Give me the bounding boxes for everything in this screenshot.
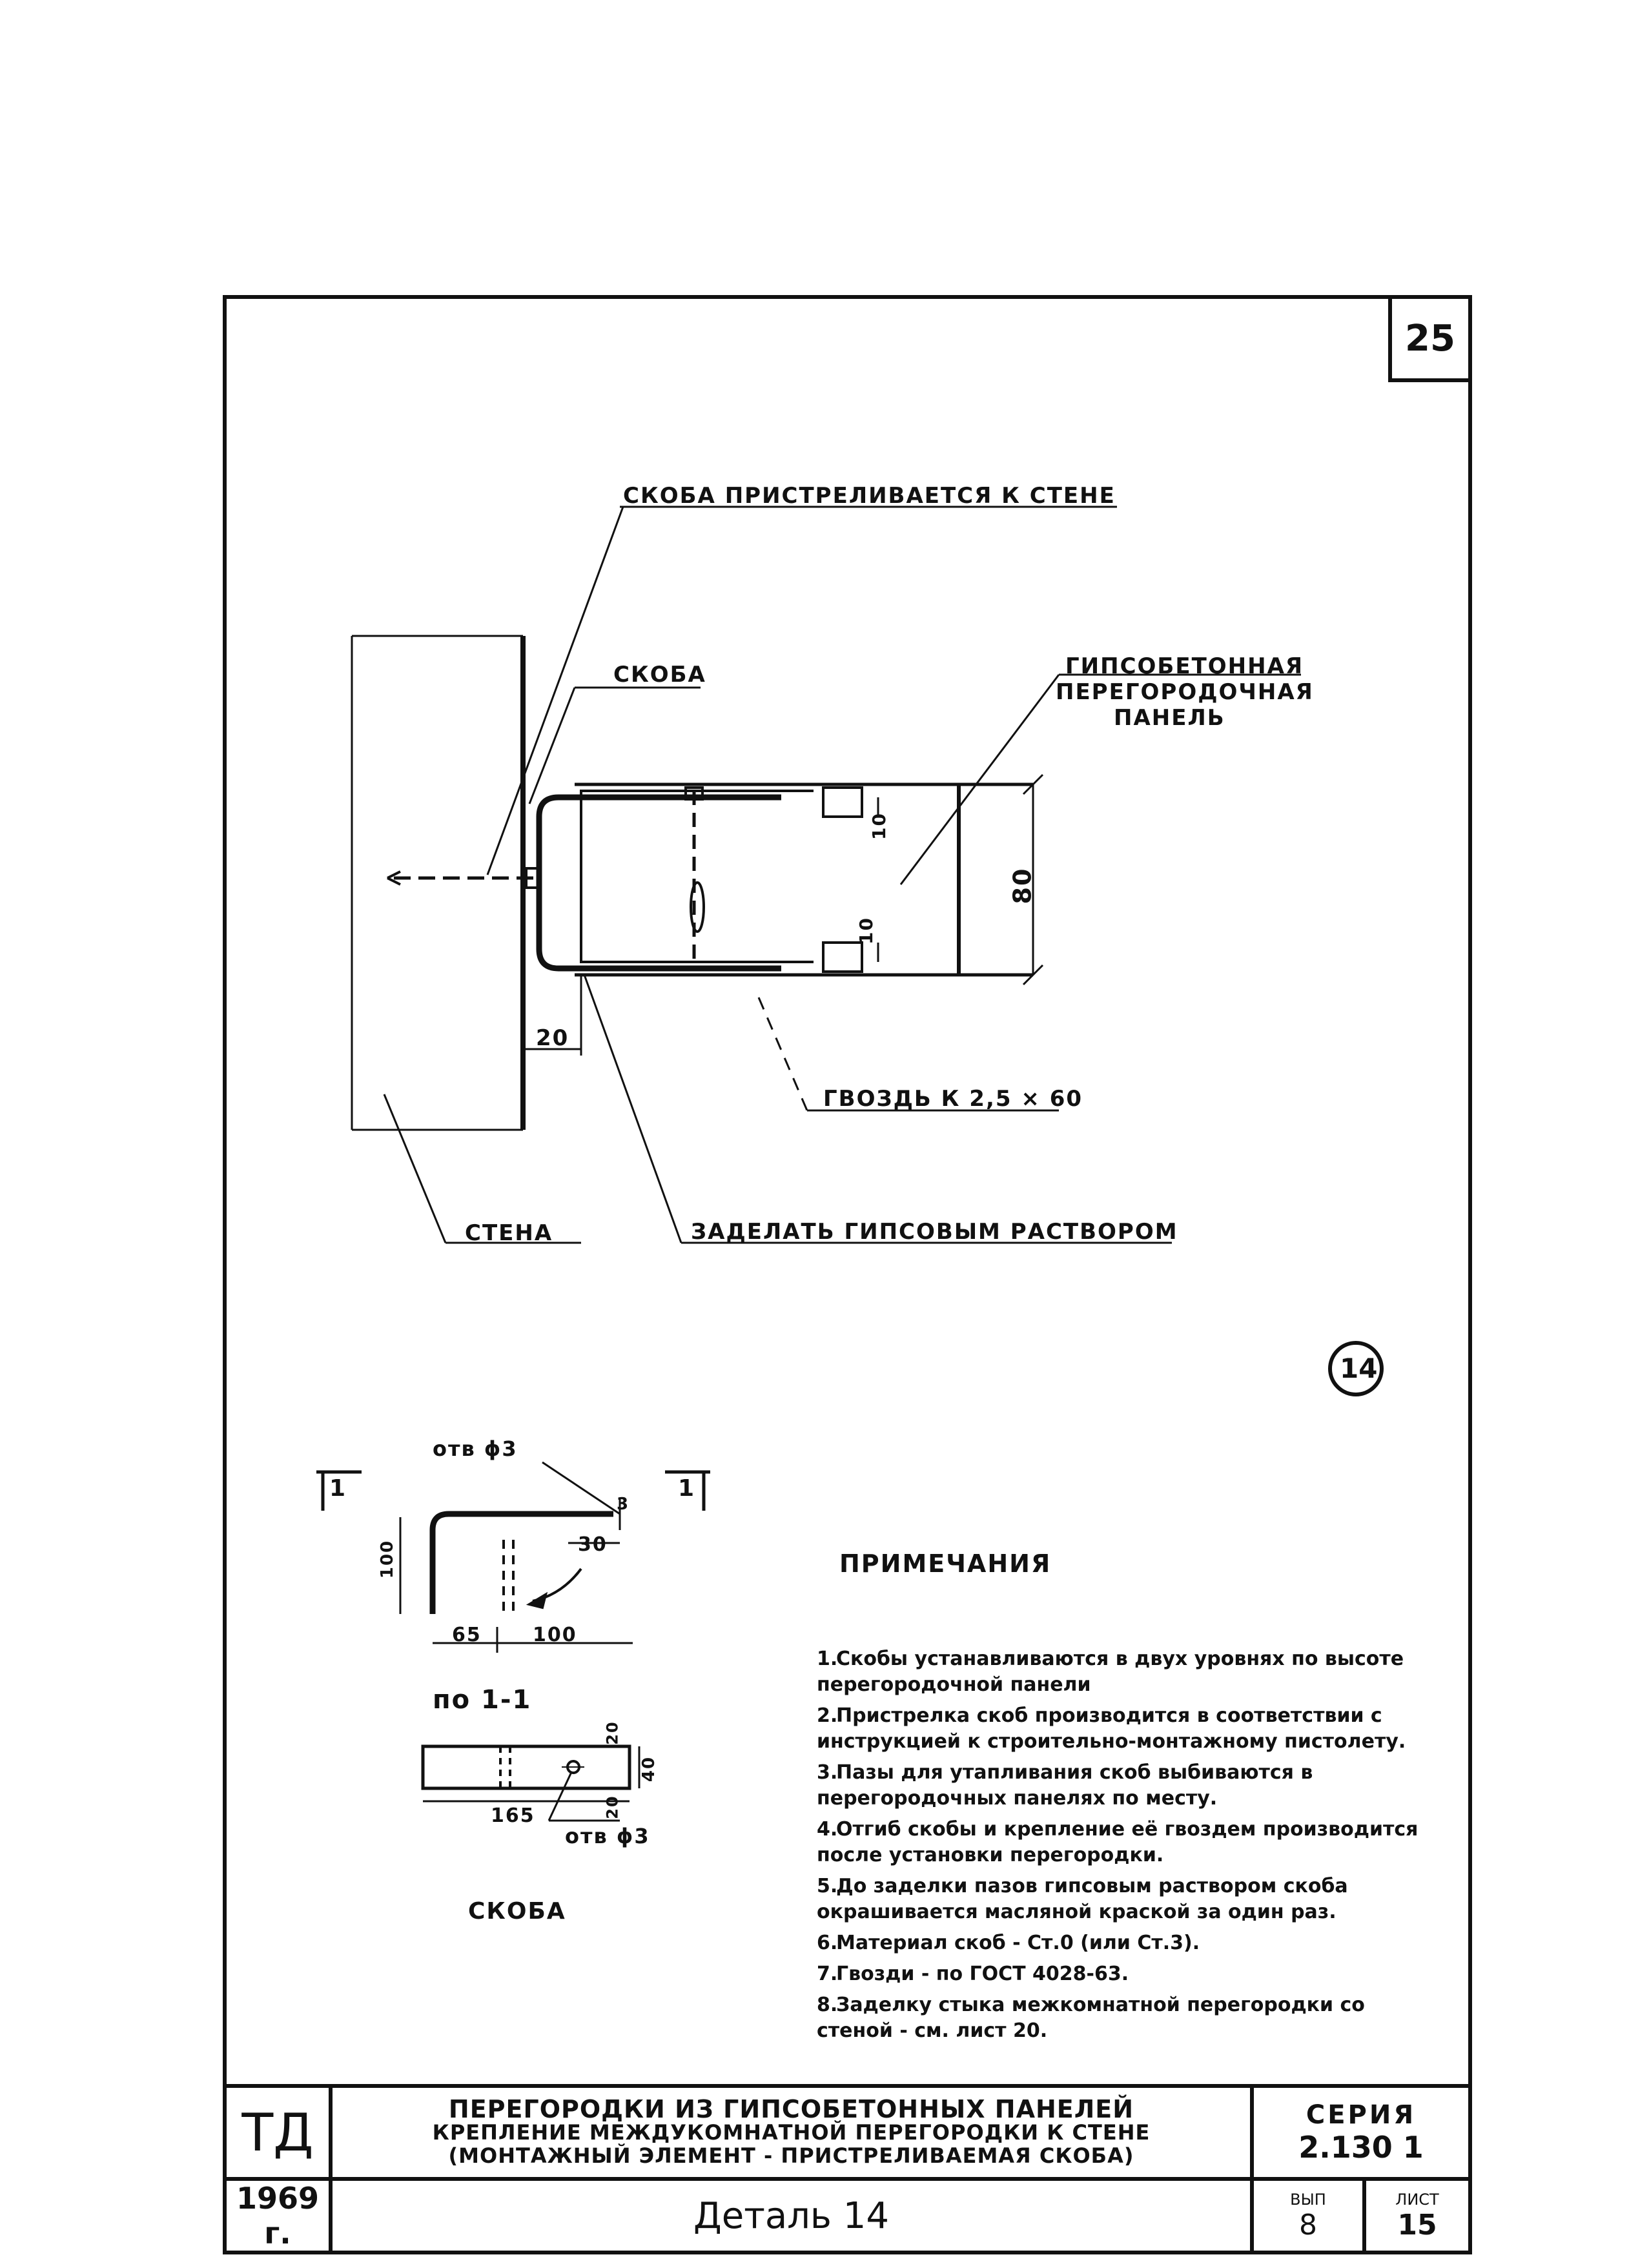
- dowel-washer: [525, 867, 540, 889]
- dim-30: 30: [578, 1533, 608, 1556]
- tb-detail: Деталь 14: [329, 2177, 1254, 2254]
- label-hole-top: отв ϕ3: [433, 1436, 518, 1461]
- nail-point: [690, 881, 705, 933]
- slot-bottom: [822, 941, 863, 973]
- sheet-number-box: 25: [1388, 295, 1472, 382]
- detail-name: Деталь 14: [693, 2194, 889, 2237]
- tb-org: ТД: [223, 2084, 333, 2181]
- tb-year: 1969 г.: [223, 2177, 333, 2254]
- label-panel-1: ГИПСОБЕТОННАЯ: [1065, 653, 1304, 679]
- dim-20-plan: 20: [603, 1721, 622, 1745]
- notes-title: ПРИМЕЧАНИЯ: [839, 1549, 1052, 1578]
- tb-sheet: ЛИСТ 15: [1362, 2177, 1472, 2254]
- note-item: 1.Скобы устанавливаются в двух уровнях п…: [817, 1648, 1404, 1696]
- note-item: 4.Отгиб скобы и крепление её гвоздем про…: [817, 1818, 1419, 1866]
- dim-20: 20: [536, 1025, 569, 1051]
- title-line-1: ПЕРЕГОРОДКИ ИЗ ГИПСОБЕТОННЫХ ПАНЕЛЕЙ: [448, 2095, 1134, 2123]
- dim-100-v: 100: [378, 1539, 398, 1579]
- dim-165: 165: [491, 1804, 535, 1827]
- label-nail: ГВОЗДЬ К 2,5 × 60: [823, 1086, 1083, 1112]
- note-item: 8.Заделку стыка межкомнатной перегородки…: [817, 1994, 1365, 2042]
- tb-title: ПЕРЕГОРОДКИ ИЗ ГИПСОБЕТОННЫХ ПАНЕЛЕЙ КРЕ…: [329, 2084, 1254, 2181]
- sheet-number: 25: [1405, 318, 1455, 360]
- issue-value: 8: [1299, 2208, 1317, 2242]
- series-value: 2.130 1: [1298, 2130, 1424, 2165]
- label-fill: ЗАДЕЛАТЬ ГИПСОВЫМ РАСТВОРОМ: [691, 1219, 1178, 1245]
- panel-groove: [580, 790, 814, 963]
- issue-label: ВЫП: [1290, 2190, 1326, 2209]
- bracket-caption: СКОБА: [468, 1898, 566, 1925]
- section-mark-left: 1: [329, 1475, 347, 1502]
- note-item: 3.Пазы для утапливания скоб выбиваются в…: [817, 1761, 1313, 1810]
- org-name: ТД: [241, 2102, 314, 2163]
- label-bracket: СКОБА: [613, 662, 706, 688]
- note-item: 5.До заделки пазов гипсовым раствором ск…: [817, 1875, 1348, 1923]
- section-title: по 1-1: [433, 1685, 532, 1715]
- note-item: 2.Пристрелка скоб производится в соответ…: [817, 1704, 1406, 1753]
- title-line-3: (МОНТАЖНЫЙ ЭЛЕМЕНТ - ПРИСТРЕЛИВАЕМАЯ СКО…: [448, 2143, 1134, 2168]
- dim-3: 3: [617, 1495, 630, 1514]
- note-item: 6.Материал скоб - Ст.0 (или Ст.3).: [817, 1932, 1200, 1954]
- dim-100-h: 100: [533, 1624, 577, 1646]
- label-bracket-shot: СКОБА ПРИСТРЕЛИВАЕТСЯ К СТЕНЕ: [623, 483, 1116, 509]
- sheet-value: 15: [1397, 2208, 1437, 2242]
- bracket-l-shape: [429, 1511, 613, 1614]
- label-wall: СТЕНА: [465, 1220, 553, 1246]
- section-mark-right: 1: [678, 1475, 696, 1502]
- notes-list: 1.Скобы устанавливаются в двух уровнях п…: [817, 1646, 1430, 2049]
- slot-top: [822, 786, 863, 818]
- bracket-plan: [421, 1744, 631, 1790]
- detail-marker: 14: [1340, 1353, 1378, 1384]
- label-hole-bottom: отв ϕ3: [565, 1824, 650, 1848]
- label-panel-2: ПЕРЕГОРОДОЧНАЯ: [1056, 679, 1314, 705]
- sheet-label: ЛИСТ: [1395, 2190, 1439, 2209]
- series-label: СЕРИЯ: [1306, 2100, 1417, 2130]
- detail-marker-circle: [1328, 1341, 1384, 1396]
- dim-20b-plan: 20: [603, 1795, 622, 1819]
- note-item: 7.Гвозди - по ГОСТ 4028-63.: [817, 1963, 1129, 1985]
- tb-issue: ВЫП 8: [1250, 2177, 1366, 2254]
- label-panel-3: ПАНЕЛЬ: [1114, 705, 1225, 731]
- title-line-2: КРЕПЛЕНИЕ МЕЖДУКОМНАТНОЙ ПЕРЕГОРОДКИ К С…: [432, 2120, 1151, 2145]
- nail-head: [684, 786, 704, 801]
- tb-series: СЕРИЯ 2.130 1: [1250, 2084, 1472, 2181]
- year: 1969 г.: [236, 2181, 320, 2251]
- dim-40-plan: 40: [639, 1755, 659, 1783]
- dim-65: 65: [452, 1624, 482, 1646]
